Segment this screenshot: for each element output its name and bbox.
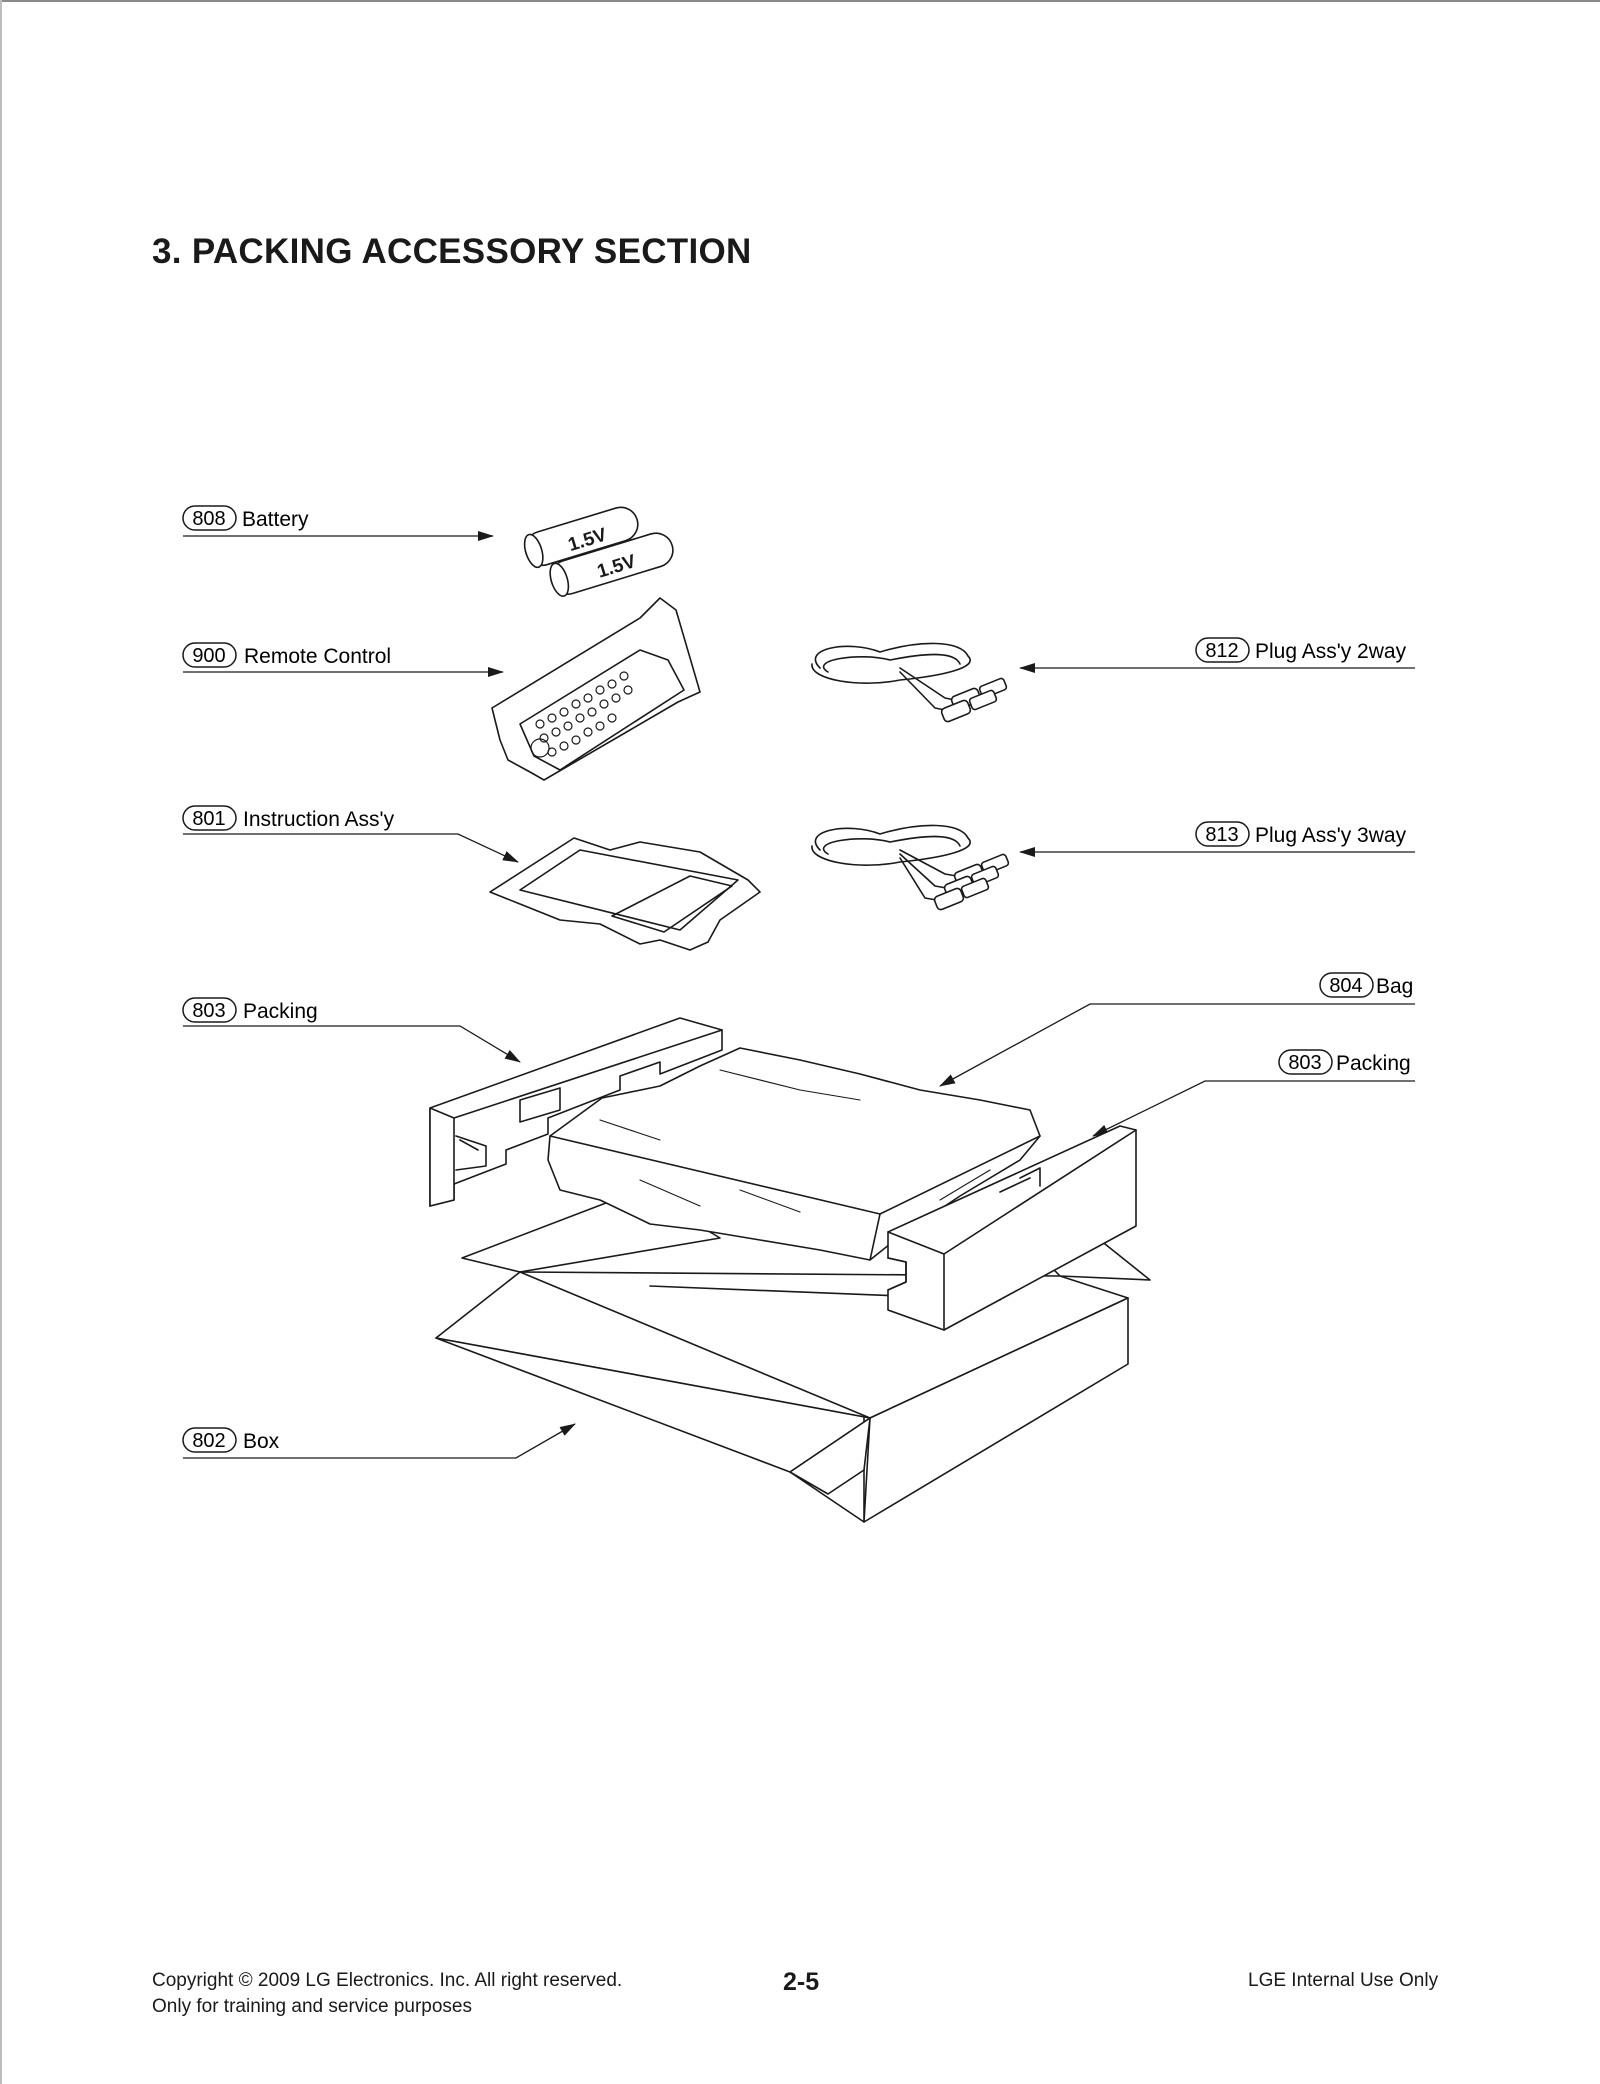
part-name: Packing — [243, 1000, 318, 1023]
leader-line — [183, 833, 519, 863]
page-number: 2-5 — [783, 1968, 820, 1996]
part-name: Remote Control — [244, 645, 391, 668]
part-code: 803 — [192, 1000, 225, 1022]
label-bag: 804 Bag — [939, 972, 1415, 1087]
label-instruction: 801 Instruction Ass'y — [182, 805, 519, 863]
callout-oval — [182, 505, 237, 531]
part-name: Battery — [242, 508, 309, 531]
label-box: 802 Box — [182, 1423, 576, 1459]
packing-left-illustration — [429, 1017, 723, 1207]
part-code: 804 — [1329, 975, 1362, 997]
part-code: 808 — [192, 508, 225, 530]
leader-line — [183, 1025, 521, 1063]
part-code: 803 — [1288, 1052, 1321, 1074]
instruction-illustration — [489, 837, 761, 951]
part-code: 802 — [192, 1430, 225, 1452]
part-name: Bag — [1376, 975, 1413, 998]
footer-copyright: Copyright © 2009 LG Electronics. Inc. Al… — [152, 1970, 623, 1991]
part-code: 813 — [1205, 824, 1238, 846]
leader-line — [939, 1003, 1415, 1087]
part-code: 801 — [192, 808, 225, 830]
plug-2way-illustration — [811, 642, 1008, 723]
page-title: 3. PACKING ACCESSORY SECTION — [152, 232, 752, 271]
bag-illustration — [547, 1047, 1041, 1261]
callout-oval — [1278, 1049, 1333, 1075]
leader-line — [1092, 1080, 1415, 1137]
callout-oval — [182, 1427, 237, 1453]
label-packing-left: 803 Packing — [182, 997, 521, 1063]
label-remote-control: 900 Remote Control — [182, 642, 504, 677]
callout-oval — [1319, 972, 1374, 998]
part-code: 812 — [1205, 640, 1238, 662]
page-border-left — [0, 0, 2, 2084]
part-name: Box — [243, 1430, 280, 1453]
remote-control-illustration — [491, 597, 701, 781]
callout-oval — [182, 997, 237, 1023]
footer-purpose: Only for training and service purposes — [152, 1996, 472, 2017]
footer-internal-use: LGE Internal Use Only — [1248, 1970, 1439, 1991]
label-battery: 808 Battery — [182, 505, 494, 541]
label-plug-2way: 812 Plug Ass'y 2way — [1019, 637, 1415, 673]
plug-3way-illustration — [811, 824, 1010, 911]
callout-oval — [1195, 637, 1250, 663]
leader-line — [183, 1423, 576, 1459]
part-code: 900 — [192, 645, 225, 667]
battery-illustration: 1.5V 1.5V — [523, 506, 674, 597]
label-plug-3way: 813 Plug Ass'y 3way — [1019, 821, 1415, 857]
callout-oval — [182, 642, 237, 668]
callout-oval — [1195, 821, 1250, 847]
part-name: Plug Ass'y 2way — [1255, 640, 1407, 663]
page-border-top — [0, 0, 1600, 2]
part-name: Packing — [1336, 1052, 1411, 1075]
part-name: Plug Ass'y 3way — [1255, 824, 1407, 847]
part-name: Instruction Ass'y — [243, 808, 395, 831]
label-packing-right: 803 Packing — [1092, 1049, 1415, 1137]
packing-right-illustration — [887, 1125, 1137, 1331]
callout-oval — [182, 805, 237, 831]
